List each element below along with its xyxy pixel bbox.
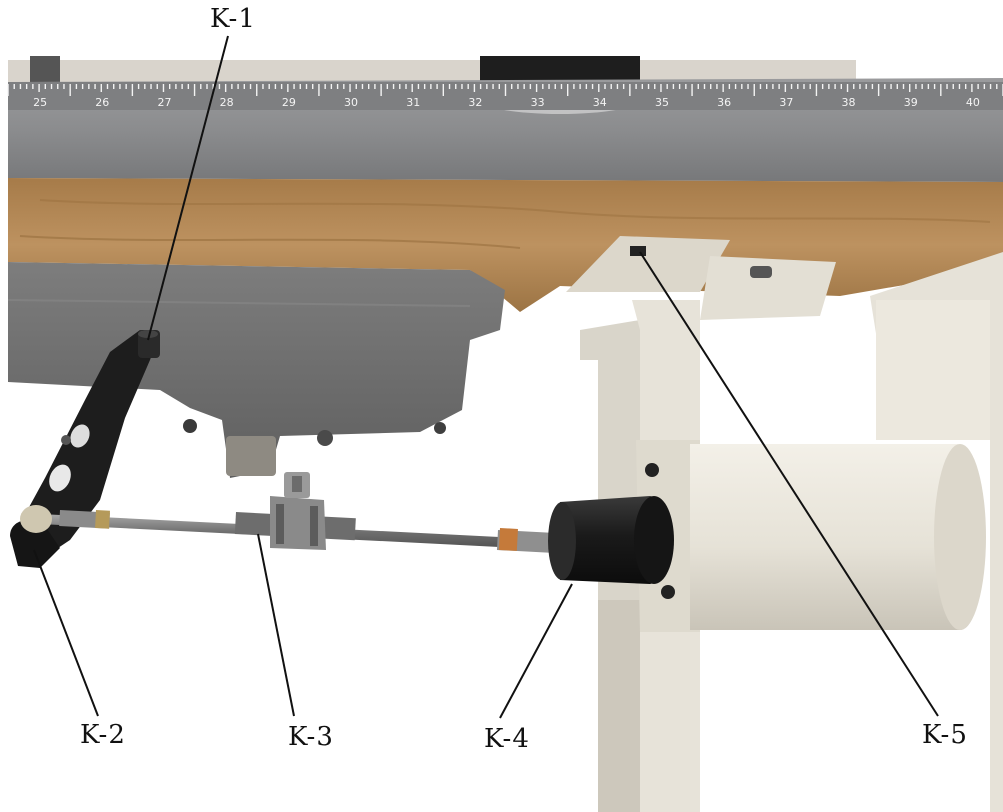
motor-housing [690,444,986,630]
ruler-number: 38 [842,96,856,109]
leader-line-k1 [147,35,229,341]
callout-label-k1: K-1 [210,4,256,34]
ruler-number: 39 [904,96,918,109]
leader-line-k4 [499,583,573,719]
callout-label-k4: K-4 [484,724,530,754]
right-table-leg [870,252,1003,812]
ruler-number: 25 [33,96,47,109]
knee-lever [10,330,160,568]
callout-label-k5: K-5 [922,720,968,750]
ruler-number: 30 [344,96,358,109]
ruler-number: 32 [468,96,482,109]
callout-label-k2: K-2 [80,720,126,750]
ruler-number: 27 [157,96,171,109]
black-coupling [548,496,674,584]
ruler-number: 34 [593,96,607,109]
leader-line-k3 [257,533,295,717]
rod-adjuster-clamp [234,472,356,550]
ruler-number: 37 [779,96,793,109]
leader-line-k5 [639,251,939,717]
leader-line-k2 [33,549,99,717]
ruler-number: 36 [717,96,731,109]
ruler-number: 29 [282,96,296,109]
ruler-strip: 25 26 27 28 29 30 31 32 33 34 35 36 37 38 39 40 [7,82,1003,110]
background-cable [30,56,60,84]
ruler-number: 31 [406,96,420,109]
callout-leader-lines [33,35,939,719]
ruler-number: 35 [655,96,669,109]
motor-bracket [566,236,836,812]
ruler-number: 26 [95,96,109,109]
machine-head-base [480,56,640,82]
ruler-number: 28 [220,96,234,109]
machine-underside [7,262,505,478]
callout-label-k3: K-3 [288,722,334,752]
ruler-number: 40 [966,96,980,109]
ruler-number: 33 [531,96,545,109]
